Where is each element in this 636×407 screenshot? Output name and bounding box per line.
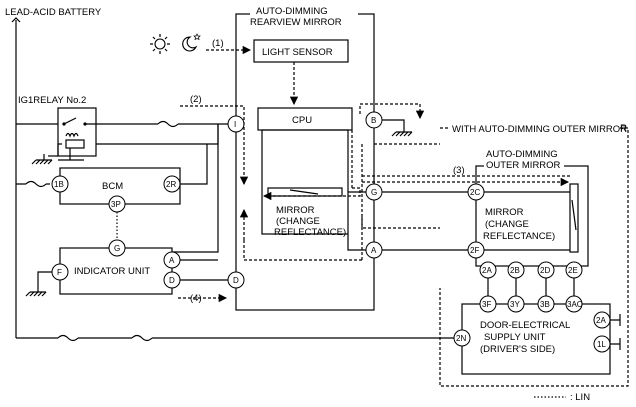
svg-text:REFLECTANCE): REFLECTANCE) (483, 231, 555, 242)
door-electrical-supply-unit-box (461, 303, 611, 375)
mirror-label: MIRROR (276, 205, 315, 216)
fuse-icon (57, 334, 79, 342)
terminal-3b (537, 295, 555, 313)
svg-text:2F: 2F (470, 246, 479, 255)
fuse-icon (131, 334, 153, 342)
svg-text:B: B (371, 116, 376, 125)
terminal-1b (51, 175, 69, 193)
svg-text:1B: 1B (54, 180, 64, 189)
svg-text:2D: 2D (540, 266, 550, 275)
outer-mirror-reflect-label: MIRROR (485, 207, 524, 218)
terminal-3ac (565, 295, 583, 313)
legend-label: : LIN (570, 392, 590, 403)
svg-text:WITH AUTO-DIMMING OUTER MIRROR: WITH AUTO-DIMMING OUTER MIRROR (452, 124, 627, 135)
ground-icon (30, 271, 52, 293)
svg-text:2C: 2C (470, 188, 480, 197)
fuse-icon (25, 180, 47, 188)
relay-coil-icon (65, 132, 79, 138)
svg-text:1L: 1L (597, 340, 606, 349)
svg-text:F: F (57, 268, 62, 277)
terminal-2n (453, 329, 471, 347)
svg-text:I: I (234, 120, 236, 129)
indicator-unit-label: INDICATOR UNIT (74, 266, 150, 277)
light-sensor-label: LIGHT SENSOR (262, 47, 333, 58)
bcm-label: BCM (102, 181, 123, 192)
ground-icon (36, 154, 52, 161)
svg-text:(CHANGE: (CHANGE (485, 219, 529, 230)
svg-text:3Y: 3Y (510, 300, 520, 309)
relay-switch-icon (63, 117, 77, 125)
svg-text:(1): (1) (212, 38, 224, 49)
svg-text:D: D (169, 276, 175, 285)
svg-text:(2): (2) (190, 94, 202, 105)
svg-text:AUTO-DIMMING: AUTO-DIMMING (256, 6, 328, 17)
svg-text:(3): (3) (453, 165, 465, 176)
svg-text:2N: 2N (456, 334, 466, 343)
battery-arrow-icon (11, 17, 21, 23)
terminal-d-mirror (227, 271, 245, 289)
svg-text:3F: 3F (482, 300, 491, 309)
svg-text:G: G (371, 188, 377, 197)
cpu-label: CPU (292, 115, 312, 126)
svg-text:REFLECTANCE): REFLECTANCE) (274, 227, 346, 238)
svg-text:2R: 2R (166, 180, 176, 189)
ground-icon (382, 119, 412, 133)
fuse-icon (157, 120, 179, 128)
svg-text:2E: 2E (568, 266, 578, 275)
svg-text:D: D (233, 276, 239, 285)
svg-text:A: A (371, 246, 377, 255)
svg-text:(CHANGE: (CHANGE (276, 216, 320, 227)
terminal-3f (479, 295, 497, 313)
svg-text:G: G (114, 244, 120, 253)
svg-text:REARVIEW MIRROR: REARVIEW MIRROR (250, 17, 342, 28)
svg-text:A: A (169, 256, 175, 265)
svg-text:3AC: 3AC (567, 300, 583, 309)
moon-icon (182, 33, 201, 52)
svg-text:(4): (4) (190, 293, 202, 304)
svg-text:2B: 2B (510, 266, 520, 275)
light-sensor-box (253, 39, 349, 63)
terminal-3y (507, 295, 525, 313)
indicator-unit-box (59, 247, 173, 295)
svg-text:2A: 2A (596, 316, 606, 325)
svg-text:(DRIVER'S SIDE): (DRIVER'S SIDE) (480, 344, 555, 355)
battery-label: LEAD-ACID BATTERY (5, 7, 102, 18)
terminal-g (108, 239, 126, 257)
svg-text:3B: 3B (540, 300, 550, 309)
svg-text:AUTO-DIMMING: AUTO-DIMMING (486, 149, 558, 160)
ig1-relay-label: IG1RELAY No.2 (18, 95, 86, 106)
door-unit-label: DOOR-ELECTRICAL (480, 320, 570, 331)
svg-text:SUPPLY UNIT: SUPPLY UNIT (484, 332, 546, 343)
svg-text:3P: 3P (111, 200, 121, 209)
ig1-relay-box (57, 107, 97, 157)
svg-text:OUTER MIRROR: OUTER MIRROR (486, 160, 561, 171)
flow-arrow-2 (180, 105, 249, 186)
svg-text:2A: 2A (482, 266, 492, 275)
sun-icon (150, 34, 170, 54)
